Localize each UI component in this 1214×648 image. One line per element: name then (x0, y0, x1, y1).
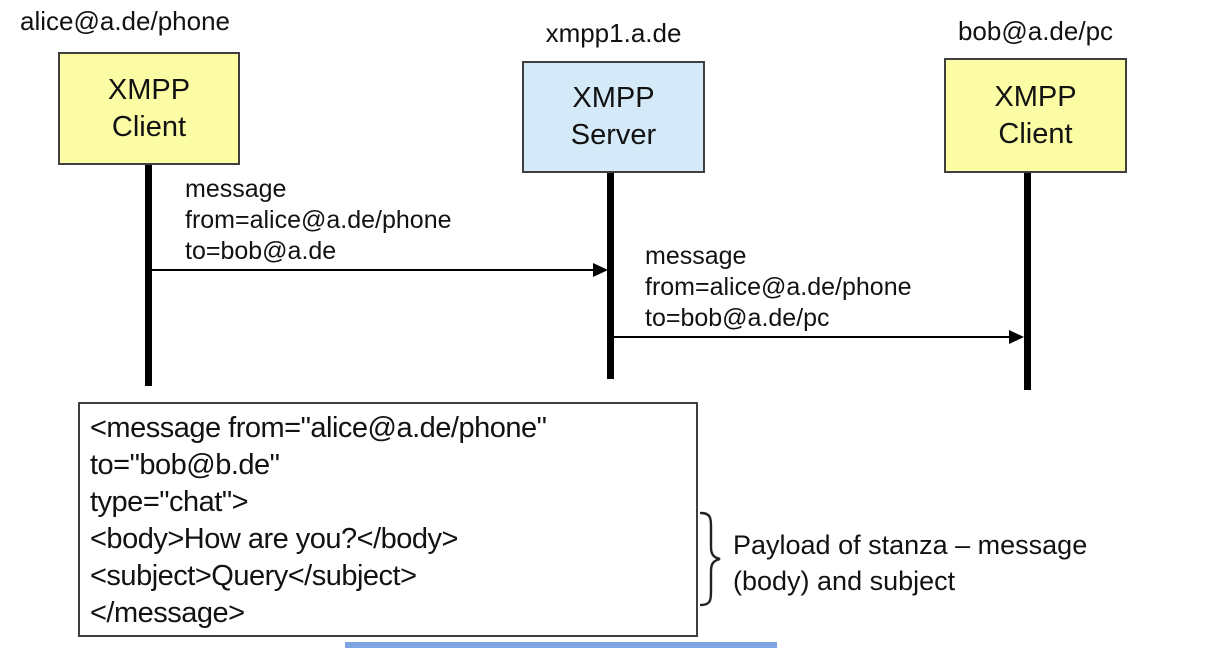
message-1-arrowhead-icon (593, 263, 608, 277)
actor-box-label-line1: XMPP (572, 82, 655, 114)
xml-stanza-line4: <body>How are you?</body> (90, 523, 459, 555)
xml-stanza-line6: </message> (90, 597, 245, 629)
message-1-line1: message (185, 175, 287, 203)
actor-box-label-line2: Server (570, 119, 657, 151)
xml-stanza-line2: to="bob@b.de" (90, 449, 280, 481)
actor-box-label-line2: Client (998, 117, 1073, 150)
actor-box-label-line2: Client (111, 110, 187, 143)
payload-annotation: Payload of stanza – message (body) and s… (733, 527, 1087, 599)
actor-box-label-line1: XMPP (994, 80, 1077, 113)
message-2-arrowhead-icon (1009, 330, 1024, 344)
actor-box-xmpp-server: XMPP Server (522, 61, 705, 173)
xml-stanza-box: <message from="alice@a.de/phone" to="bob… (78, 402, 698, 637)
bottom-accent-bar (345, 642, 777, 648)
xml-stanza-line1: <message from="alice@a.de/phone" (90, 412, 547, 444)
message-2-label: message from=alice@a.de/phone to=bob@a.d… (645, 241, 912, 334)
message-1-label: message from=alice@a.de/phone to=bob@a.d… (185, 174, 452, 267)
message-1-line3: to=bob@a.de (185, 237, 337, 265)
message-1-arrow-line (152, 269, 594, 271)
message-2-arrow-line (614, 336, 1010, 338)
message-2-line2: from=alice@a.de/phone (645, 273, 912, 301)
xml-stanza-line3: type="chat"> (90, 486, 249, 518)
payload-brace-icon (699, 511, 721, 607)
message-2-line1: message (645, 242, 747, 270)
actor-jid-bob: bob@a.de/pc (957, 16, 1114, 46)
actor-box-label-line1: XMPP (107, 73, 191, 106)
lifeline-alice (145, 165, 152, 386)
lifeline-bob (1024, 173, 1031, 390)
message-2-line3: to=bob@a.de/pc (645, 304, 830, 332)
lifeline-server (607, 173, 614, 379)
xml-stanza-line5: <subject>Query</subject> (90, 560, 417, 592)
actor-jid-server: xmpp1.a.de (545, 18, 682, 48)
payload-annotation-line1: Payload of stanza – message (733, 530, 1088, 560)
actor-box-alice-client: XMPP Client (58, 52, 240, 165)
actor-jid-alice: alice@a.de/phone (20, 6, 230, 36)
actor-box-bob-client: XMPP Client (944, 58, 1127, 173)
message-1-line2: from=alice@a.de/phone (185, 206, 452, 234)
payload-annotation-line2: (body) and subject (733, 566, 956, 596)
